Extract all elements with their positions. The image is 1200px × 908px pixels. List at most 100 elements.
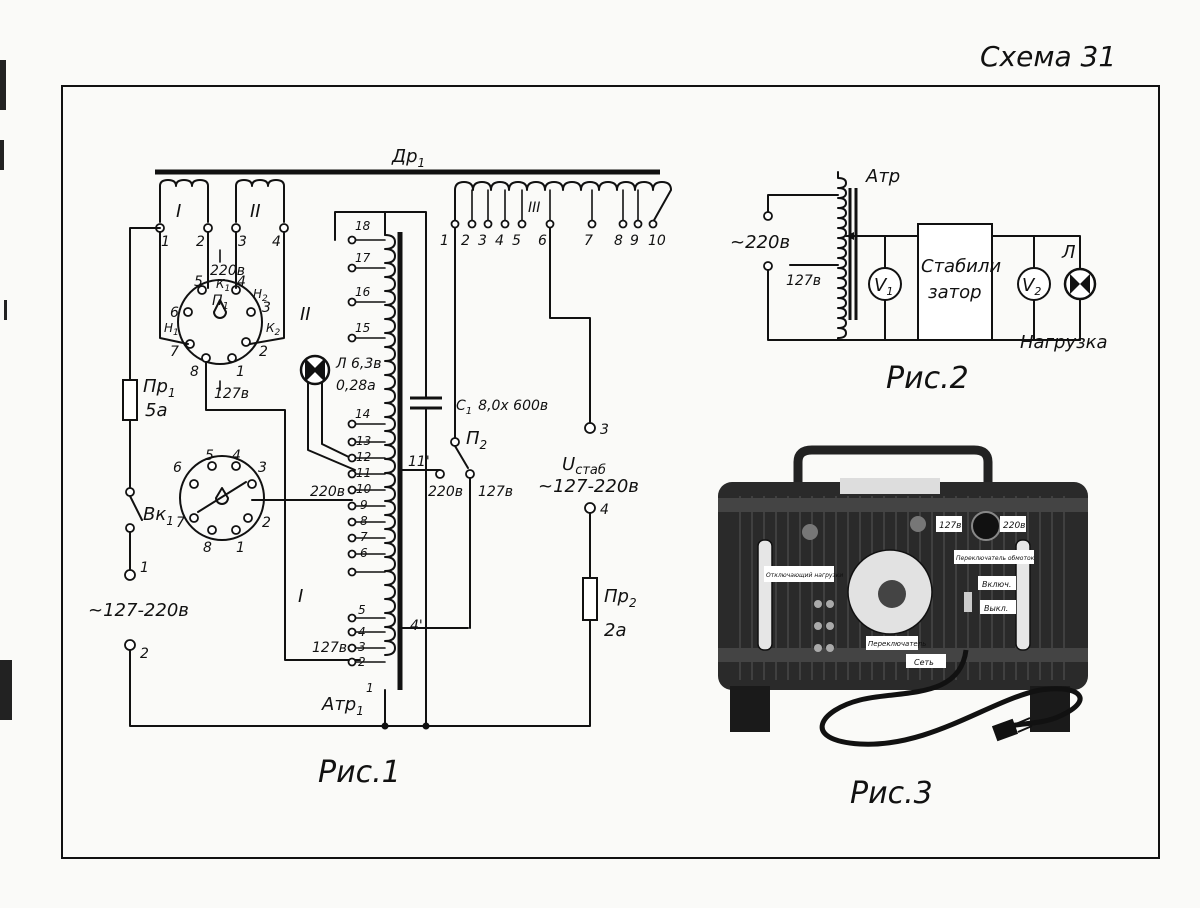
lamp-l1-winding: II <box>300 304 311 325</box>
fuse-pr1-name: Пр1 <box>143 376 176 400</box>
winding-III-terminals <box>452 221 657 228</box>
svg-text:8: 8 <box>360 514 368 528</box>
svg-text:13: 13 <box>356 434 371 448</box>
figure-1-caption: Рис.1 <box>318 755 401 790</box>
input-terminal-1 <box>125 570 135 580</box>
output-terminal-4 <box>585 503 595 513</box>
svg-text:8: 8 <box>614 233 623 249</box>
terminal-top-2-label: 2 <box>196 234 205 250</box>
device-label-vkl: Включ. <box>982 580 1011 589</box>
terminal-top-1-label: 1 <box>161 234 170 250</box>
svg-text:2: 2 <box>358 655 366 669</box>
winding-I-label: I <box>176 201 181 222</box>
output-wire-a <box>550 228 590 422</box>
svg-text:4: 4 <box>232 448 241 464</box>
device-label-switch: Переключатель <box>868 640 926 648</box>
capacitor-c1-label: С18,0х 600в <box>456 398 548 417</box>
svg-text:10: 10 <box>356 482 372 496</box>
choke-label: Др1 <box>391 146 425 170</box>
device-label-right: Переключатель обмоток <box>956 555 1035 562</box>
svg-text:1: 1 <box>236 364 245 380</box>
scan-artifacts <box>0 60 12 720</box>
svg-text:8: 8 <box>190 364 199 380</box>
terminal-top-3 <box>232 224 240 232</box>
switch-p2-blade <box>455 446 468 468</box>
svg-text:6: 6 <box>360 546 368 560</box>
switch-p1-h2: Н2 <box>253 287 268 304</box>
svg-text:1: 1 <box>440 233 449 249</box>
svg-text:5: 5 <box>205 448 214 464</box>
drawing-frame <box>62 86 1159 858</box>
input-terminal-2-label: 2 <box>140 646 149 662</box>
output-terminal-3 <box>585 423 595 433</box>
terminal-top-4-label: 4 <box>272 234 281 250</box>
switch-2-contacts <box>190 462 256 534</box>
device-dial-knob <box>878 580 906 608</box>
atr1-winding-label: I <box>298 586 303 607</box>
fig2-input-bottom-terminal <box>764 262 772 270</box>
device-screw-left <box>802 524 818 540</box>
device-label-net: Сеть <box>914 658 934 667</box>
device-foot-left <box>730 686 770 732</box>
svg-text:16: 16 <box>355 285 371 299</box>
svg-text:2: 2 <box>262 515 271 531</box>
svg-text:18: 18 <box>355 219 371 233</box>
device-strap-bottom <box>718 648 1088 662</box>
fig2-tap-voltage: 127в <box>786 273 821 289</box>
svg-text:2: 2 <box>461 233 470 249</box>
winding-III-terminal-labels: 1 2 3 4 5 6 7 8 9 10 <box>440 233 666 249</box>
switch-p2-220 <box>436 470 444 478</box>
terminal-top-2 <box>204 224 212 232</box>
figure-2-caption: Рис.2 <box>886 361 969 396</box>
lamp-l1-name: Л 6,3в <box>335 356 382 372</box>
fuse-pr2-rating: 2а <box>604 620 626 641</box>
winding-III-taps <box>472 190 638 222</box>
svg-text:7: 7 <box>176 515 185 531</box>
atr1-127-label: 127в <box>312 640 347 656</box>
svg-text:2: 2 <box>259 344 268 360</box>
svg-text:1: 1 <box>366 681 374 695</box>
atr1-name: Атр1 <box>321 694 364 718</box>
switch-vk1-blade <box>130 496 142 520</box>
capacitor-c1-junction <box>423 723 430 730</box>
input-terminal-1-label: 1 <box>140 560 149 576</box>
atr1-tap-labels: 18 17 16 15 14 13 12 11 10 9 8 7 6 5 4 3… <box>355 219 374 695</box>
svg-text:7: 7 <box>584 233 593 249</box>
switch-p2-name: П2 <box>466 428 487 452</box>
fig2-lamp-label: Л <box>1061 242 1076 263</box>
switch-p2-127 <box>466 470 474 478</box>
fig2-load-label: Нагрузка <box>1020 332 1108 353</box>
svg-text:4: 4 <box>358 625 366 639</box>
atr1-220-label: 220в <box>310 484 345 500</box>
svg-text:9: 9 <box>630 233 639 249</box>
svg-text:8: 8 <box>203 540 212 556</box>
atr1-4prime: 4' <box>410 618 423 634</box>
svg-text:6: 6 <box>173 460 182 476</box>
device-side-handle-left <box>758 540 772 650</box>
fuse-pr1 <box>123 380 137 420</box>
switch-p1-k1: К1 <box>216 277 230 294</box>
device-label-left: Отключающий нагрузки <box>766 572 843 579</box>
fig2-stabilizer-line2: затор <box>928 282 982 303</box>
svg-text:11: 11 <box>356 466 371 480</box>
svg-text:5: 5 <box>358 603 366 617</box>
atr1-tap-terminals <box>349 237 356 666</box>
figure-2: Атр ~220в 127в V1 Стабили затор V2 Л Наг… <box>730 166 1108 396</box>
winding-II-label: II <box>250 201 261 222</box>
fig2-atr-coil <box>838 172 846 340</box>
svg-text:4: 4 <box>495 233 504 249</box>
winding-III-label: III <box>528 200 540 216</box>
switch-p2-127-label: 127в <box>478 484 513 500</box>
svg-text:7: 7 <box>360 530 368 544</box>
output-label: Uстаб <box>562 454 606 478</box>
lamp-l1-current: 0,28а <box>336 378 376 394</box>
svg-text:3: 3 <box>258 460 267 476</box>
fig2-input-voltage: ~220в <box>730 232 790 253</box>
svg-text:15: 15 <box>355 321 370 335</box>
switch-vk1-bottom <box>126 524 134 532</box>
winding-I-coil <box>160 180 208 222</box>
terminal-top-3-label: 3 <box>238 234 247 250</box>
svg-text:17: 17 <box>355 251 371 265</box>
switch-2-rotor <box>198 482 246 512</box>
